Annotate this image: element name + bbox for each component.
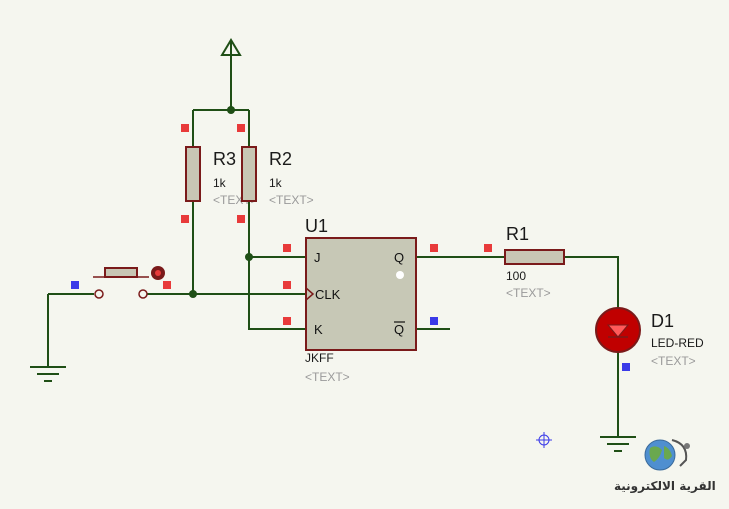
led-d1[interactable]: D1 LED-RED <TEXT> [595, 307, 704, 368]
pin-label-qbar: Q [394, 322, 404, 337]
pin-marker [181, 215, 189, 223]
led-icon[interactable] [595, 307, 641, 353]
u1-type: JKFF [305, 351, 334, 365]
ground-icon[interactable] [30, 366, 66, 382]
r1-value: 100 [506, 269, 526, 283]
resistor-body[interactable] [185, 146, 201, 202]
d1-type: LED-RED [651, 336, 704, 350]
pin-marker [430, 244, 438, 252]
junction-dot [189, 290, 197, 298]
u1-ref: U1 [305, 216, 328, 236]
r3-value: 1k [213, 176, 227, 190]
globe-logo-icon [644, 439, 690, 471]
d1-ref: D1 [651, 311, 674, 331]
resistor-body[interactable] [504, 249, 565, 265]
r3-ref: R3 [213, 149, 236, 169]
resistor-body[interactable] [241, 146, 257, 202]
pin-marker [430, 317, 438, 325]
r1-ref: R1 [506, 224, 529, 244]
ground-icon[interactable] [600, 436, 636, 452]
pin-marker [283, 317, 291, 325]
junction-dot [227, 106, 235, 114]
wire-left-ground [47, 293, 94, 367]
r2-ref: R2 [269, 149, 292, 169]
jk-flip-flop-u1[interactable]: U1 J CLK K Q Q JKFF <TEXT> [305, 216, 417, 384]
u1-text: <TEXT> [305, 370, 350, 384]
pin-label-j: J [314, 250, 321, 265]
pin-marker [71, 281, 79, 289]
pin-label-q: Q [394, 250, 404, 265]
resistor-r1[interactable]: R1 100 <TEXT> [504, 224, 565, 300]
actuator-icon[interactable] [151, 266, 165, 280]
pin-marker [237, 215, 245, 223]
pin-markers [71, 124, 630, 371]
junction-dot [245, 253, 253, 261]
crosshair-origin-icon [536, 432, 552, 448]
push-button-icon[interactable] [93, 267, 149, 299]
wire-r2-to-j [248, 201, 306, 258]
wire-power-rail [192, 55, 250, 147]
r1-text: <TEXT> [506, 286, 551, 300]
power-terminal-icon[interactable] [220, 38, 242, 56]
pin-marker [181, 124, 189, 132]
r2-text: <TEXT> [269, 193, 314, 207]
output-state-dot [396, 271, 404, 279]
pin-marker [283, 244, 291, 252]
resistor-r3[interactable]: R3 1k <TEXT> [185, 146, 258, 207]
wires [47, 55, 619, 437]
resistor-r2[interactable]: R2 1k <TEXT> [241, 146, 314, 207]
pin-marker [622, 363, 630, 371]
pin-label-k: K [314, 322, 323, 337]
watermark-text: القرية الالكترونية [614, 479, 716, 493]
pin-marker [237, 124, 245, 132]
d1-text: <TEXT> [651, 354, 696, 368]
wire-r1-to-led [564, 256, 619, 308]
wire-j-to-k [248, 257, 306, 330]
pin-marker [283, 281, 291, 289]
pin-marker [163, 281, 171, 289]
ic-body[interactable] [305, 237, 417, 351]
pin-marker [484, 244, 492, 252]
r2-value: 1k [269, 176, 283, 190]
pin-label-clk: CLK [315, 287, 341, 302]
clock-edge-icon [305, 287, 315, 301]
